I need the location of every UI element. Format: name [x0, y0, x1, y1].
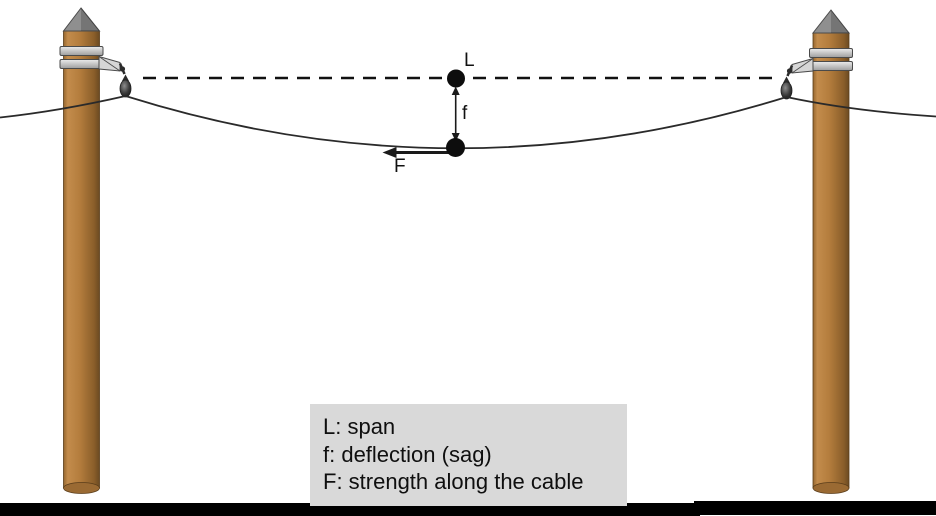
- ground-line-left: [0, 503, 700, 516]
- legend-line-force: F: strength along the cable: [323, 469, 584, 494]
- pole-cap: [811, 9, 851, 34]
- sag-arrow-head-up: [451, 86, 460, 95]
- pole-cap: [62, 7, 101, 32]
- legend-line-span: L: span: [323, 414, 396, 439]
- pole-trunk: [63, 30, 100, 489]
- legend-box: L: span f: deflection (sag) F: strength …: [310, 404, 627, 506]
- utility-pole-left: [59, 7, 132, 494]
- insulator: [119, 79, 132, 98]
- deflection-label: f: [462, 103, 468, 124]
- clevis-pin: [119, 66, 126, 72]
- sag-arrow: [451, 86, 460, 142]
- mounting-band-upper: [809, 48, 853, 58]
- bracket-brace: [791, 58, 814, 74]
- mounting-band-lower: [59, 59, 104, 69]
- span-label: L: [464, 50, 475, 71]
- insulator: [780, 81, 793, 100]
- bracket-brace: [98, 56, 121, 72]
- insulator-cap: [783, 76, 790, 83]
- cable-curve: [0, 95, 936, 150]
- span-midpoint-marker: [447, 69, 465, 88]
- legend-line-deflection: f: deflection (sag): [323, 441, 492, 467]
- pole-trunk: [812, 32, 850, 489]
- cable-lowpoint-marker: [446, 138, 465, 157]
- mounting-band-upper: [59, 46, 104, 56]
- pole-base: [63, 482, 100, 494]
- force-label: F: [394, 156, 406, 177]
- ground-line-right: [694, 501, 936, 515]
- clevis-pin: [786, 68, 793, 74]
- pole-cap-shade: [81, 8, 100, 31]
- pole-cap-shade: [831, 10, 849, 33]
- pole-base: [812, 482, 850, 494]
- insulator-cap: [122, 74, 129, 81]
- mounting-band-lower: [809, 61, 853, 71]
- force-arrow-head: [382, 147, 397, 158]
- sag-arrow-head-down: [451, 133, 460, 142]
- utility-pole-right: [780, 9, 853, 494]
- force-arrow: [382, 147, 452, 158]
